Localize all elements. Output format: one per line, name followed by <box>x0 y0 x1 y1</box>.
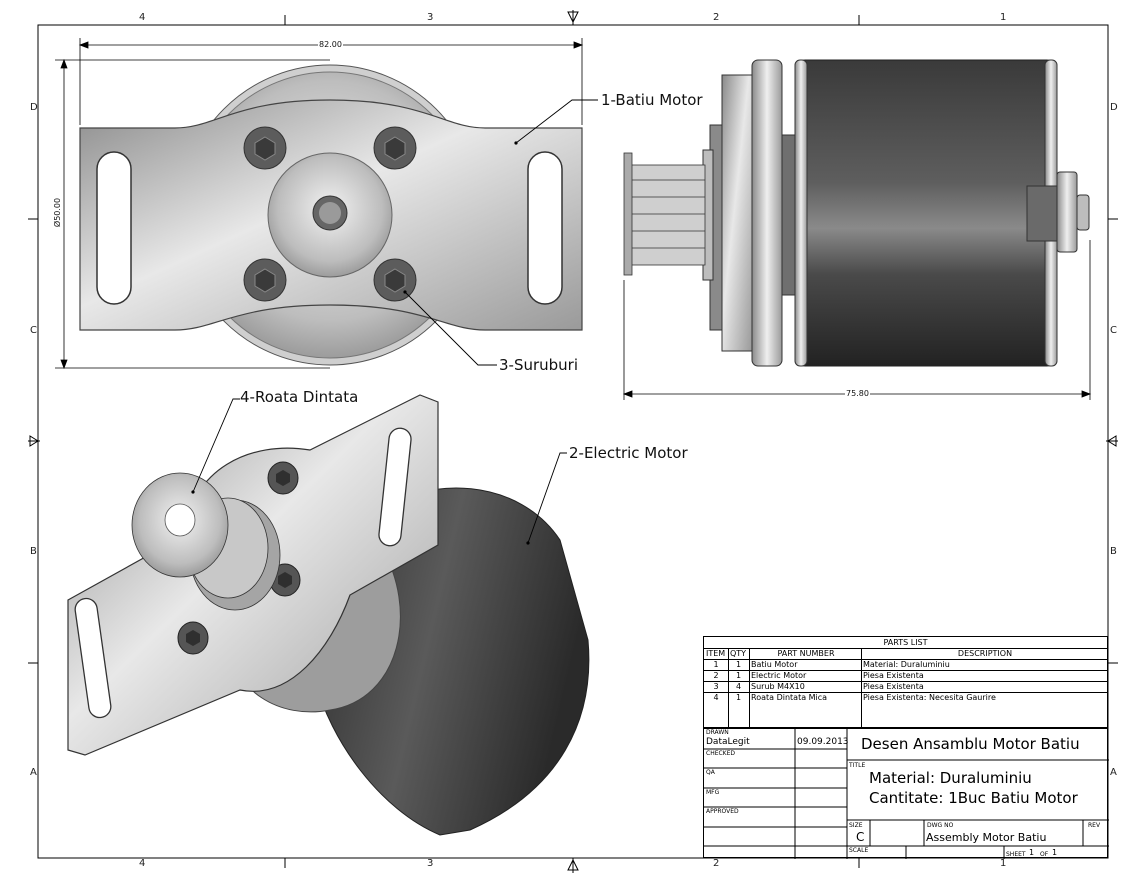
isometric-view <box>67 394 590 836</box>
mfg-label: MFG <box>706 789 720 796</box>
size-value: C <box>856 830 865 844</box>
dwg-no-label: DWG NO <box>927 822 954 829</box>
zone-top-4: 4 <box>139 12 146 23</box>
row-part: Electric Motor <box>751 671 807 680</box>
callout-electric-motor: 2-Electric Motor <box>569 444 688 462</box>
callout-roata-dintata: 4-Roata Dintata <box>240 388 359 406</box>
leader-lines <box>192 99 598 544</box>
row-qty: 1 <box>735 660 742 669</box>
sheet-number: 1 <box>1029 848 1035 857</box>
drawn-date: 09.09.2013 <box>797 737 849 747</box>
zone-right-c: C <box>1110 325 1117 336</box>
row-desc: Piesa Existenta: Necesita Gaurire <box>863 693 996 702</box>
col-divider <box>728 648 729 727</box>
row-desc: Piesa Existenta <box>863 682 924 691</box>
zone-right-a: A <box>1110 767 1117 778</box>
row-part: Roata Dintata Mica <box>751 693 828 702</box>
row-desc: Piesa Existenta <box>863 671 924 680</box>
parts-row: 1 1 Batiu Motor Material: Duraluminiu <box>704 659 1107 671</box>
header-qty: QTY <box>730 649 747 658</box>
dimension-diameter: Ø50.00 <box>53 196 63 229</box>
front-view <box>55 38 584 370</box>
drawing-name: Desen Ansamblu Motor Batiu <box>861 735 1080 753</box>
sheet-label: SHEET <box>1006 851 1026 858</box>
row-qty: 1 <box>735 693 742 702</box>
row-item: 2 <box>713 671 719 680</box>
slot-right <box>527 151 563 305</box>
zone-bottom-2: 2 <box>713 858 720 869</box>
callout-suruburi: 3-Suruburi <box>499 356 579 374</box>
col-divider <box>861 648 862 727</box>
zone-right-b: B <box>1110 546 1117 557</box>
qa-label: QA <box>706 769 715 776</box>
row-item: 1 <box>713 660 719 669</box>
slot-left <box>96 151 132 305</box>
parts-list: PARTS LIST ITEM QTY PART NUMBER DESCRIPT… <box>703 636 1108 728</box>
zone-left-b: B <box>30 546 37 557</box>
sheet-total: 1 <box>1052 848 1058 857</box>
side-view <box>622 59 1092 400</box>
zone-left-d: D <box>30 102 38 113</box>
zone-left-a: A <box>30 767 37 778</box>
dimension-width: 82.00 <box>318 40 343 49</box>
header-item: ITEM <box>706 649 726 658</box>
row-qty: 1 <box>735 671 742 680</box>
of-label: OF <box>1040 851 1049 858</box>
title-block-grid <box>704 729 1109 859</box>
zone-top-2: 2 <box>713 12 720 23</box>
header-description: DESCRIPTION <box>957 649 1013 658</box>
zone-right-d: D <box>1110 102 1118 113</box>
row-desc: Material: Duraluminiu <box>863 660 950 669</box>
size-label: SIZE <box>849 822 863 829</box>
scale-label: SCALE <box>849 847 869 854</box>
col-divider <box>749 648 750 727</box>
rev-label: REV <box>1088 822 1101 829</box>
parts-list-header: ITEM QTY PART NUMBER DESCRIPTION <box>704 648 1107 660</box>
parts-row: 2 1 Electric Motor Piesa Existenta <box>704 670 1107 682</box>
dwg-no-value: Assembly Motor Batiu <box>926 831 1047 844</box>
zone-bottom-3: 3 <box>427 858 434 869</box>
centering-marks <box>28 10 1118 873</box>
row-part: Surub M4X10 <box>751 682 805 691</box>
row-item: 3 <box>713 682 719 691</box>
callout-batiu-motor: 1-Batiu Motor <box>601 91 703 109</box>
title-line-quantity: Cantitate: 1Buc Batiu Motor <box>869 789 1078 807</box>
parts-row: 4 1 Roata Dintata Mica Piesa Existenta: … <box>704 692 1107 704</box>
drawn-label: DRAWN <box>706 729 729 736</box>
row-qty: 4 <box>735 682 742 691</box>
parts-row: 3 4 Surub M4X10 Piesa Existenta <box>704 681 1107 693</box>
header-part-number: PART NUMBER <box>777 649 835 658</box>
iso-gear <box>131 472 281 611</box>
zone-left-c: C <box>30 325 37 336</box>
row-item: 4 <box>713 693 719 702</box>
drawn-by: DataLegit <box>706 737 750 747</box>
dimension-length: 75.80 <box>845 389 870 398</box>
title-line-material: Material: Duraluminiu <box>869 769 1032 787</box>
approved-label: APPROVED <box>706 808 739 815</box>
row-part: Batiu Motor <box>751 660 798 669</box>
gear-side <box>623 152 706 276</box>
zone-bottom-1: 1 <box>1000 858 1007 869</box>
hex-sockets <box>254 136 406 293</box>
title-block: DRAWN DataLegit 09.09.2013 CHECKED QA MF… <box>703 728 1109 859</box>
zone-bottom-4: 4 <box>139 858 146 869</box>
title-label: TITLE <box>849 762 866 769</box>
parts-list-title: PARTS LIST <box>883 638 928 647</box>
zone-top-1: 1 <box>1000 12 1007 23</box>
checked-label: CHECKED <box>706 750 736 757</box>
zone-top-3: 3 <box>427 12 434 23</box>
